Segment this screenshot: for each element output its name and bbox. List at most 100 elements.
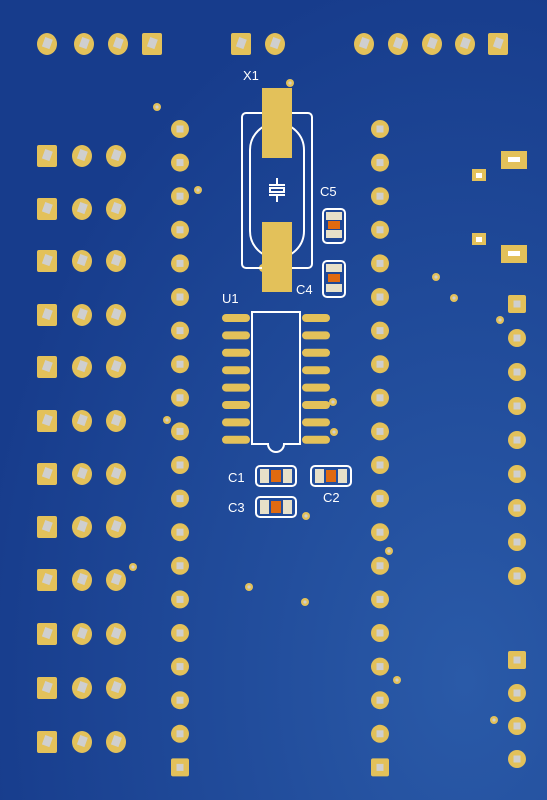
smd-part-mid-right [472, 233, 527, 263]
ic-pad-right [302, 314, 330, 322]
column-b-pad [371, 187, 389, 206]
right-column-pad-lower [508, 717, 526, 735]
header-pad [265, 33, 285, 55]
grid-pad-square [37, 145, 57, 167]
ic-pad-right [302, 401, 330, 409]
column-a-pad [171, 624, 189, 642]
grid-pad-square [37, 731, 57, 753]
header-pad [388, 33, 408, 55]
ic-pad-left [222, 366, 250, 375]
via [163, 416, 171, 424]
smd-part-top-right [472, 151, 527, 181]
column-a-pad [171, 691, 189, 710]
capacitor-c2-designator: C2 [323, 490, 340, 505]
grid-pad-square [37, 198, 57, 220]
crystal-pad-top [262, 88, 292, 158]
grid-pad [72, 677, 92, 699]
column-a-pad [171, 254, 189, 273]
column-b-pad [371, 355, 389, 374]
grid-pad-square [37, 250, 57, 272]
via [194, 186, 202, 194]
column-b-pad [371, 254, 389, 273]
header-pad-square [231, 33, 251, 55]
right-column-pad [508, 329, 526, 347]
via [301, 598, 309, 606]
grid-pad [106, 198, 126, 220]
grid-pad-square [37, 569, 57, 591]
ic-pad-right [302, 366, 330, 375]
capacitor-c4: C4 [296, 260, 346, 298]
grid-pad-square [37, 463, 57, 485]
grid-pad [106, 463, 126, 485]
grid-pad [106, 677, 126, 699]
column-a-pad [171, 288, 189, 306]
column-b-pad [371, 523, 389, 542]
right-column-pad [508, 533, 526, 551]
via [496, 316, 504, 324]
column-a-pad [171, 523, 189, 542]
column-a-pad [171, 556, 189, 575]
through-hole-pads [37, 33, 526, 777]
ic-pad-left [222, 348, 250, 357]
via [129, 563, 137, 571]
capacitor-c3-designator: C3 [228, 500, 245, 515]
via [393, 676, 401, 684]
grid-pad-square [37, 304, 57, 326]
column-a-pad [171, 220, 189, 239]
grid-pad [106, 410, 126, 432]
ic-pad-right [302, 418, 330, 427]
capacitor-c5-designator: C5 [320, 184, 337, 199]
column-b-pad [371, 724, 389, 743]
column-b-pad [371, 120, 389, 138]
ic-pad-right [302, 331, 330, 340]
grid-pad [72, 623, 92, 645]
ic-pad-left [222, 401, 250, 409]
grid-pad [106, 623, 126, 645]
column-b-pad [371, 321, 389, 340]
grid-pad [106, 304, 126, 326]
column-a-pad [171, 388, 189, 407]
grid-pad [106, 145, 126, 167]
capacitor-c4-designator: C4 [296, 282, 313, 297]
grid-pad [106, 569, 126, 591]
grid-pad [106, 250, 126, 272]
column-a-pad [171, 590, 189, 609]
column-b-pad [371, 691, 389, 710]
crystal-pad-bottom [262, 222, 292, 292]
header-pad [422, 33, 442, 55]
column-b-pad [371, 456, 389, 474]
grid-pad [72, 304, 92, 326]
crystal-symbol-icon [269, 178, 285, 202]
column-a-pad [171, 657, 189, 676]
column-a-pad [171, 153, 189, 172]
capacitor-c3: C3 [228, 496, 297, 518]
column-a-pad [171, 120, 189, 138]
right-column-pad [508, 397, 526, 415]
via [245, 583, 253, 591]
right-column-pad [508, 567, 526, 585]
crystal-designator: X1 [243, 68, 259, 83]
ic-pads [222, 314, 330, 444]
grid-pad [72, 410, 92, 432]
header-pad-square [142, 33, 162, 55]
column-b-pad [371, 590, 389, 609]
grid-pad [72, 356, 92, 378]
column-b-pad [371, 388, 389, 407]
column-a-pad [171, 187, 189, 206]
via [329, 398, 337, 406]
capacitor-c1: C1 [228, 465, 297, 487]
via [385, 547, 393, 555]
right-column-pad-lower [508, 684, 526, 702]
via [450, 294, 458, 302]
column-a-pad [171, 456, 189, 474]
column-b-pad [371, 657, 389, 676]
grid-pad [106, 516, 126, 538]
right-column-pad-lower [508, 750, 526, 768]
grid-pad-square [37, 623, 57, 645]
column-a-pad [171, 758, 189, 777]
column-b-pad [371, 758, 389, 777]
header-pad-square [488, 33, 508, 55]
column-b-pad [371, 422, 389, 441]
via [302, 512, 310, 520]
right-column-pad [508, 295, 526, 313]
